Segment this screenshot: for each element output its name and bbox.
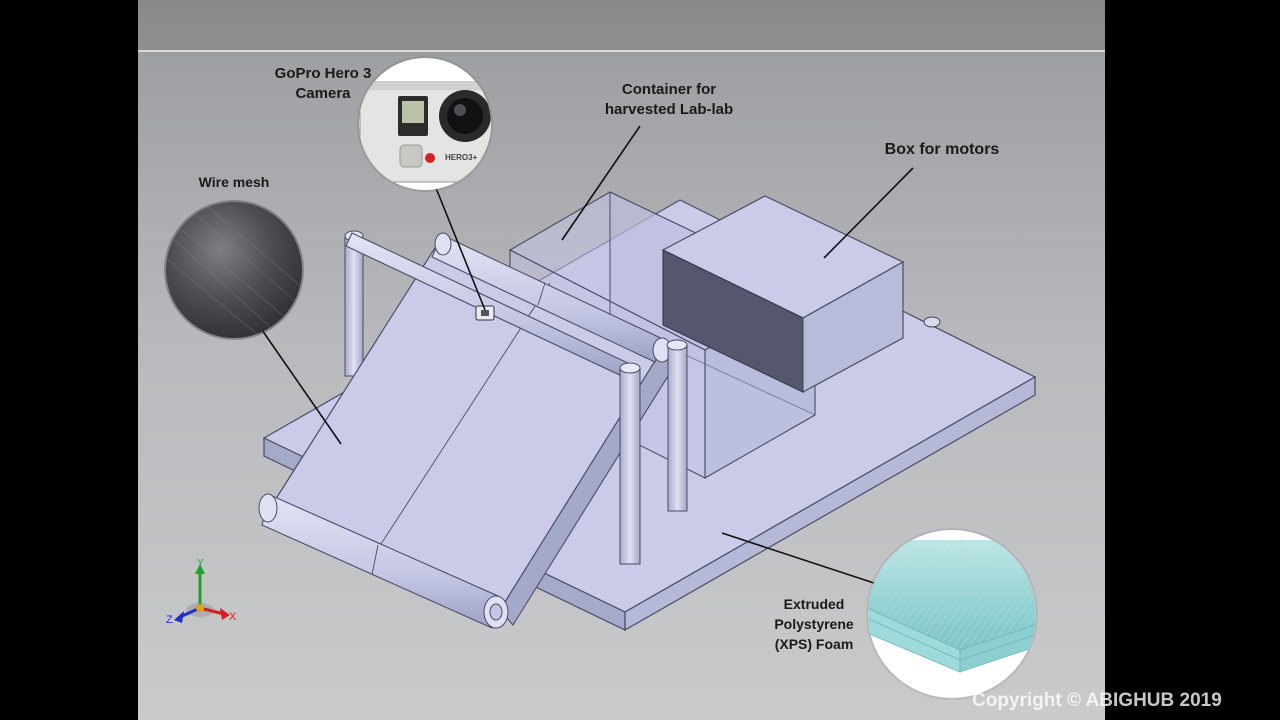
letterbox-right [1105,0,1280,720]
foam-inset [866,528,1038,700]
label-foam-line-3: (XPS) Foam [774,636,854,652]
label-foam-line-2: Polystyrene [774,616,854,632]
label-container-line-1: Container for [621,81,717,98]
back-posts [344,230,364,377]
gopro-brand-text: HERO3+ [445,153,478,162]
slide-header-band [138,0,1105,52]
letterbox-left [0,0,138,720]
label-container-line-2: harvested Lab-lab [604,101,734,118]
label-foam: Extruded Polystyrene (XPS) Foam [758,594,870,654]
label-wire-mesh: Wire mesh [198,174,270,190]
motor-box [661,195,905,394]
plate-bolt [923,316,941,328]
axis-z-label: Z [166,614,173,626]
top-roller [431,232,672,363]
label-camera-line-2: Camera [295,85,351,102]
label-foam-line-1: Extruded [783,596,845,612]
copyright-watermark: Copyright © ABIGHUB 2019 [972,690,1222,711]
label-container: Container for harvested Lab-lab [592,80,746,120]
label-camera: GoPro Hero 3 Camera [262,64,384,104]
axis-x-label: X [229,611,237,623]
axis-triad: Y X Z [166,558,237,626]
leader-lines [261,125,914,586]
camera-inset: HERO3+ [357,56,493,192]
label-camera-line-1: GoPro Hero 3 [274,65,372,82]
wire-mesh-inset [164,200,304,340]
front-posts [619,339,688,565]
bottom-roller [258,493,509,629]
axis-y-label: Y [197,558,204,569]
label-motors: Box for motors [884,141,1000,158]
axis-x-line [199,606,225,616]
gopro-record-light [425,153,435,163]
